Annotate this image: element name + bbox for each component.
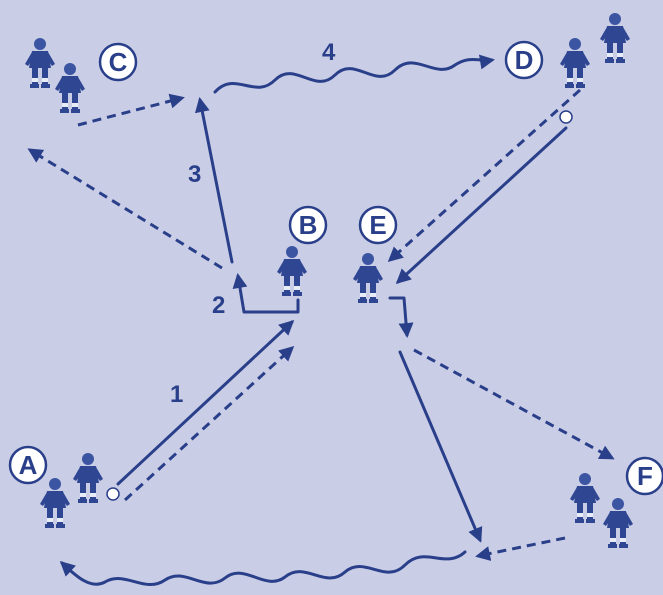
station-label-b: B xyxy=(299,210,318,240)
dribble-4 xyxy=(213,54,495,94)
step-label-2: 2 xyxy=(212,292,225,319)
players-f xyxy=(570,473,633,548)
player-b xyxy=(277,246,307,296)
players-d xyxy=(560,13,630,88)
players-a xyxy=(40,453,103,528)
station-c: C xyxy=(98,42,138,82)
run-d-to-e xyxy=(387,88,582,263)
station-b: B xyxy=(288,205,328,245)
pass-d-to-e xyxy=(395,126,568,285)
station-a: A xyxy=(8,445,48,485)
turn-b xyxy=(232,273,300,314)
station-label-c: C xyxy=(109,47,128,77)
station-f: F xyxy=(625,456,663,496)
station-d: D xyxy=(504,40,544,80)
station-label-a: A xyxy=(19,450,38,480)
ball-a xyxy=(106,487,120,501)
pass-a-to-b xyxy=(116,319,295,486)
station-e: E xyxy=(358,205,398,245)
run-b-to-c xyxy=(27,148,223,270)
step-label-4: 4 xyxy=(322,39,336,66)
dribble-bottom xyxy=(59,550,467,587)
run-c xyxy=(77,93,185,127)
turn-e xyxy=(388,296,414,338)
station-label-e: E xyxy=(369,210,386,240)
station-label-f: F xyxy=(637,461,653,491)
step-label-1: 1 xyxy=(170,381,183,408)
ball-d xyxy=(559,110,573,124)
run-e-to-f xyxy=(413,348,615,460)
pass-e-down xyxy=(398,350,483,543)
run-f xyxy=(475,536,566,561)
step-label-3: 3 xyxy=(188,161,201,188)
station-label-d: D xyxy=(515,45,534,75)
player-e xyxy=(353,253,383,303)
run-a-to-b xyxy=(123,345,295,502)
players-c xyxy=(25,38,85,113)
pass-3 xyxy=(194,97,234,264)
